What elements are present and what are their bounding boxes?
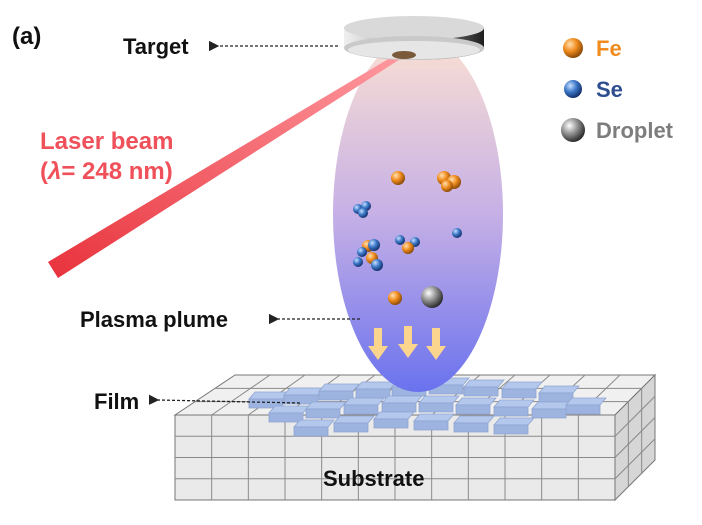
deposition-arrow (368, 328, 388, 360)
plasma-plume-label: Plasma plume (80, 307, 228, 332)
substrate-label: Substrate (323, 466, 424, 491)
wavelength-open: ( (40, 158, 48, 185)
fe-particle (391, 171, 405, 185)
se-particle (358, 208, 368, 218)
film-tile (283, 387, 325, 405)
legend-label: Se (596, 77, 623, 102)
wavelength-symbol: λ (46, 158, 61, 185)
film-tile (501, 381, 543, 399)
target-label: Target (123, 34, 189, 59)
film-tile (413, 413, 455, 431)
se-particle (357, 247, 367, 257)
panel-label: (a) (12, 23, 41, 50)
film-leader (148, 394, 301, 406)
film-tile (463, 379, 505, 397)
film-tile (381, 395, 423, 413)
se-particle (353, 257, 363, 267)
film-tile (355, 381, 397, 399)
wavelength-label: (λ= 248 nm) (40, 158, 173, 185)
film-tile (318, 383, 360, 401)
se-marker (564, 80, 582, 98)
film-tile (418, 395, 460, 413)
se-particle (395, 235, 405, 245)
fe-particle (441, 180, 453, 192)
deposition-arrows (368, 326, 446, 360)
particles (353, 171, 462, 308)
film-tile (293, 419, 335, 437)
leader-lines (148, 40, 360, 406)
se-particle (368, 239, 380, 251)
deposition-arrow (398, 326, 418, 358)
legend-item-fe: Fe (563, 36, 622, 61)
deposition-arrow (426, 328, 446, 360)
wavelength-value: = 248 nm) (61, 158, 172, 185)
film-tile (531, 401, 573, 419)
legend-item-droplet: Droplet (561, 118, 674, 143)
legend-item-se: Se (564, 77, 623, 102)
target-disk (344, 16, 484, 60)
se-particle (452, 228, 462, 238)
se-particle (371, 259, 383, 271)
laser-beam (48, 52, 405, 278)
plasma-plume (333, 36, 503, 392)
film-tile (565, 397, 607, 415)
legend-label: Fe (596, 36, 622, 61)
film-tile (455, 397, 497, 415)
droplet-particle (421, 286, 443, 308)
film-tile (268, 405, 310, 423)
fe-particle (388, 291, 402, 305)
legend-label: Droplet (596, 118, 674, 143)
film-tile (343, 397, 385, 415)
fe-particle (402, 242, 414, 254)
fe-marker (563, 38, 583, 58)
film-tile (493, 417, 535, 435)
film-tile (493, 399, 535, 417)
laser-beam-label: Laser beam (40, 128, 173, 155)
film-tile (373, 411, 415, 429)
film-tile (453, 415, 495, 433)
droplet-marker (561, 118, 585, 142)
film-tile (333, 415, 375, 433)
film-layer (248, 377, 607, 437)
film-label: Film (94, 389, 139, 414)
